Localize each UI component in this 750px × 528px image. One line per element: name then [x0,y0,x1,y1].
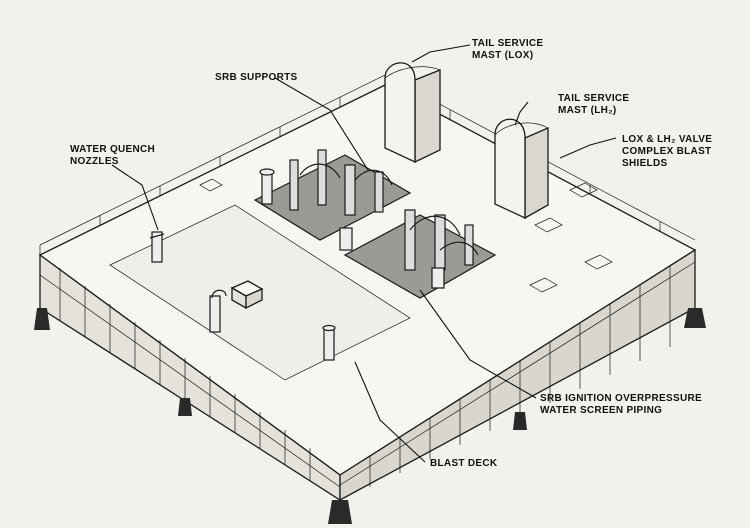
label-valve-complex-blast-shields: LOX & LH₂ VALVE COMPLEX BLAST SHIELDS [622,134,713,169]
srb-exhaust-hole-right [343,214,497,299]
leader-lines [111,44,617,463]
srb-exhaust-holes [253,154,497,299]
deck-hatches [199,178,613,293]
label-tail-service-mast-lox: TAIL SERVICE MAST (LOX) [472,38,544,61]
water-quench-nozzles [149,231,336,361]
left-wall-frames [39,268,341,488]
srb-exhaust-hole-left [253,154,412,241]
label-tail-service-mast-lh2: TAIL SERVICE MAST (LH₂) [558,93,630,116]
deck-equipment-box [230,280,264,310]
srb-support-structures [259,149,479,289]
tail-service-mast-lox [384,62,441,164]
label-blast-deck: BLAST DECK [430,458,498,469]
support-legs [34,308,706,524]
label-srb-ignition-overpressure-piping: SRB IGNITION OVERPRESSURE WATER SCREEN P… [540,393,702,416]
tail-service-mast-lh2 [494,118,549,220]
right-wall-frames [339,261,696,487]
label-srb-supports: SRB SUPPORTS [215,72,298,83]
label-water-quench-nozzles: WATER QUENCH NOZZLES [70,144,156,167]
